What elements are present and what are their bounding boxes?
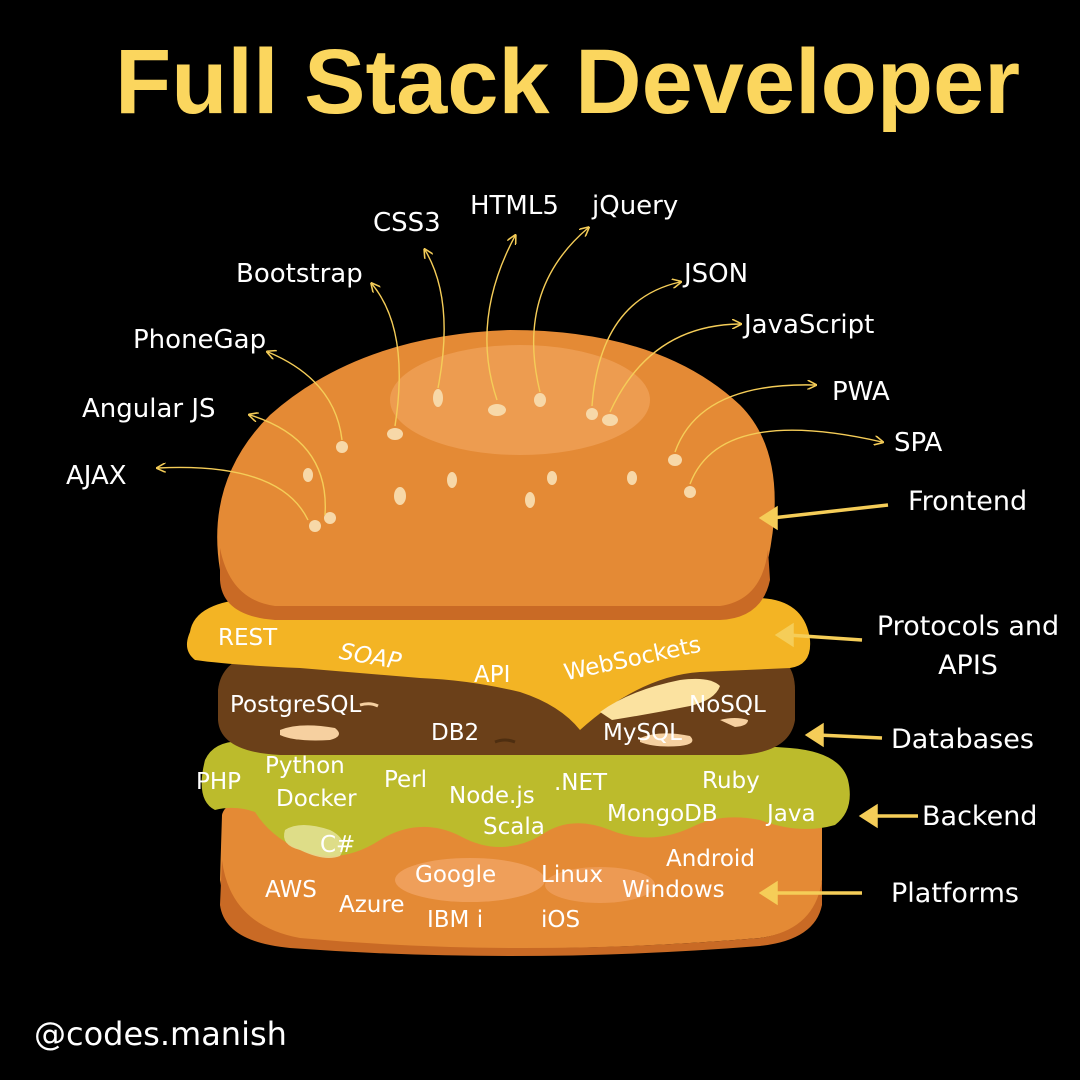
label-php: PHP: [196, 769, 242, 795]
label-db2: DB2: [431, 720, 480, 746]
label-postgresql: PostgreSQL: [230, 692, 362, 718]
label-python: Python: [265, 753, 345, 779]
arrow-javascript: [609, 324, 740, 413]
page-title: Full Stack Developer: [115, 31, 1020, 133]
label-java: Java: [767, 801, 816, 827]
label-perl: Perl: [384, 767, 428, 793]
arrow-databases: [817, 733, 883, 740]
label-mysql: MySQL: [603, 720, 682, 746]
label-azure: Azure: [339, 892, 405, 918]
label-csharp: C#: [320, 832, 356, 858]
label-css3: CSS3: [373, 208, 441, 238]
arrow-frontend: [771, 503, 889, 520]
arrow-angularjs: [250, 415, 326, 516]
label-angularjs: Angular JS: [82, 394, 216, 424]
label-pwa: PWA: [832, 377, 890, 407]
layer-label-platforms: Platforms: [891, 878, 1019, 909]
arrow-ajax: [158, 467, 309, 521]
arrow-protocols: [787, 633, 863, 642]
label-scala: Scala: [483, 814, 545, 840]
lettuce-layer: [201, 741, 850, 858]
label-linux: Linux: [541, 862, 603, 888]
layer-arrows: [758, 503, 918, 906]
top-bun: [217, 330, 775, 620]
author-handle: @codes.manish: [34, 1015, 287, 1053]
label-windows: Windows: [622, 877, 725, 903]
arrow-pwa: [674, 385, 815, 453]
label-ajax: AJAX: [66, 461, 127, 491]
label-mongodb: MongoDB: [607, 801, 718, 827]
label-ruby: Ruby: [702, 768, 760, 794]
layer-label-databases: Databases: [891, 724, 1034, 755]
label-javascript: JavaScript: [744, 310, 875, 340]
label-google: Google: [415, 862, 497, 888]
label-rest: REST: [218, 625, 278, 651]
label-jquery: jQuery: [592, 191, 679, 221]
label-dotnet: .NET: [554, 770, 608, 796]
label-docker: Docker: [276, 786, 357, 812]
layer-label-backend: Backend: [922, 801, 1038, 832]
label-spa: SPA: [894, 428, 943, 458]
arrow-phonegap: [268, 352, 343, 441]
label-html5: HTML5: [470, 191, 559, 221]
label-phonegap: PhoneGap: [133, 325, 267, 355]
label-api: API: [474, 662, 511, 688]
label-ibmi: IBM i: [427, 907, 484, 933]
label-json: JSON: [684, 259, 749, 289]
arrow-spa: [689, 429, 882, 485]
arrow-bootstrap: [372, 284, 400, 427]
label-nosql: NoSQL: [689, 692, 766, 718]
arrow-css3: [425, 250, 445, 389]
layer-label-protocols: Protocols and APIS: [876, 611, 1060, 682]
arrow-jquery: [533, 228, 588, 393]
label-android: Android: [666, 846, 755, 872]
label-ios: iOS: [541, 907, 581, 933]
frontend-arrows: [158, 228, 882, 521]
label-aws: AWS: [265, 877, 317, 903]
label-nodejs: Node.js: [449, 783, 535, 809]
arrow-json: [591, 282, 680, 407]
cheese-layer: [186, 598, 811, 730]
label-bootstrap: Bootstrap: [236, 259, 363, 289]
arrow-html5: [486, 236, 515, 401]
layer-label-frontend: Frontend: [908, 486, 1028, 517]
sesame-seeds: [303, 389, 696, 532]
